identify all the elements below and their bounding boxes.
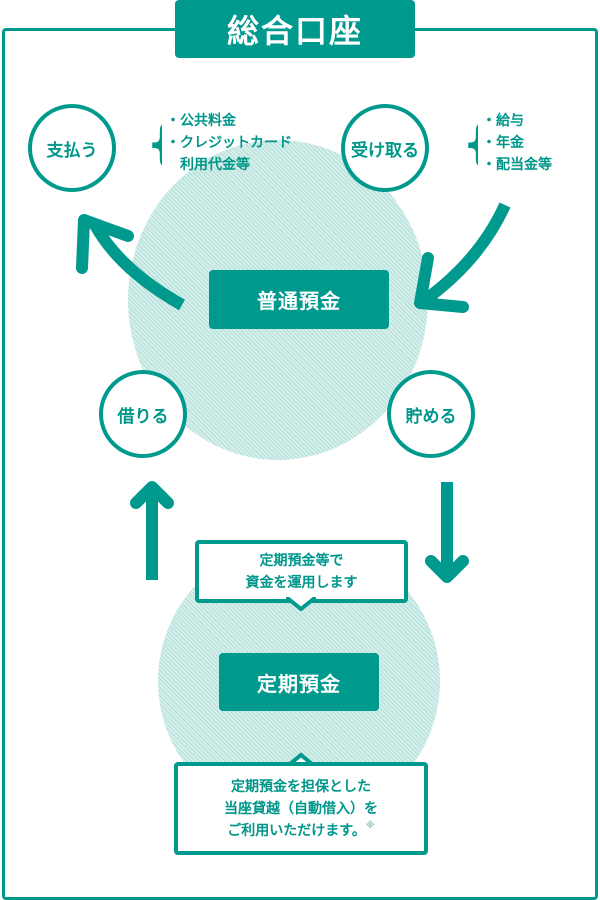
receive-item: ・配当金等 xyxy=(482,157,552,173)
callout-overdraft-line: ご利用いただけます。※ xyxy=(227,820,375,839)
receive-items-list: ・給与 ・年金 ・配当金等 xyxy=(482,110,552,176)
pay-item: ・クレジットカード xyxy=(166,135,292,151)
footnote-mark: ※ xyxy=(365,820,375,831)
futsu-yokin-box: 普通預金 xyxy=(209,270,389,329)
node-pay: 支払う xyxy=(28,104,116,192)
arrow-to-pay-head xyxy=(76,214,134,274)
callout-overdraft-line: 当座貸越（自動借入）を xyxy=(224,800,378,817)
arrow-down-save-head xyxy=(425,555,469,583)
callout-overdraft-line: 定期預金を担保とした xyxy=(231,778,371,795)
node-save: 貯める xyxy=(387,370,475,458)
callout-overdraft: 定期預金を担保とした 当座貸越（自動借入）を ご利用いただけます。※ xyxy=(174,762,428,855)
callout-invest-line: 資金を運用します xyxy=(245,574,358,591)
callout-invest-pointer xyxy=(286,597,316,611)
diagram-title: 総合口座 xyxy=(175,0,415,58)
node-receive: 受け取る xyxy=(341,104,429,192)
arrow-up-borrow-head xyxy=(130,481,174,509)
pay-item: 利用代金等 xyxy=(180,157,250,173)
node-borrow: 借りる xyxy=(99,370,187,458)
arrow-from-receive-head xyxy=(414,252,469,313)
pay-items-list: ・公共料金 ・クレジットカード 利用代金等 xyxy=(166,110,292,176)
callout-invest: 定期預金等で 資金を運用します xyxy=(195,540,408,603)
receive-item: ・年金 xyxy=(482,135,524,151)
teiki-yokin-box: 定期預金 xyxy=(219,653,379,711)
receive-brace-icon: { xyxy=(462,110,478,176)
pay-item: ・公共料金 xyxy=(166,113,236,129)
arrow-to-pay xyxy=(89,222,185,311)
pay-brace-icon: { xyxy=(146,110,162,176)
callout-invest-line: 定期預金等で xyxy=(259,552,344,569)
arrow-from-receive xyxy=(421,202,511,305)
receive-item: ・給与 xyxy=(482,113,524,129)
